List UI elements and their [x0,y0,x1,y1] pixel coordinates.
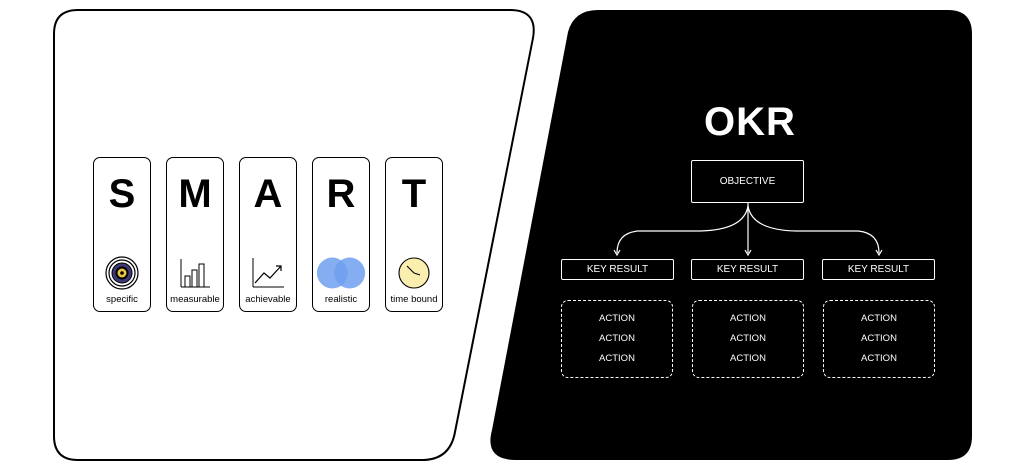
key-result-box: KEY RESULT [561,259,674,280]
bar-chart-icon [167,255,223,291]
smart-letter: A [253,172,283,216]
key-result-box: KEY RESULT [822,259,935,280]
clock-icon [386,255,442,291]
action-item: ACTION [730,353,766,364]
action-item: ACTION [861,333,897,344]
smart-label: achievable [245,294,291,305]
actions-group: ACTION ACTION ACTION [561,300,673,378]
smart-letter: M [178,172,212,216]
connector-right [747,205,880,254]
arrowhead-right [875,249,883,257]
okr-title: OKR [704,100,796,144]
smart-label: time bound [390,294,438,305]
arrowhead-center [744,249,752,257]
action-item: ACTION [730,313,766,324]
key-result-box: KEY RESULT [691,259,804,280]
action-item: ACTION [599,333,635,344]
action-item: ACTION [861,313,897,324]
smart-card-a: A achievable [239,157,297,312]
okr-panel [490,10,972,460]
okr-connectors [613,203,883,257]
smart-card-s: S specific [93,157,151,312]
smart-letter: R [326,172,356,216]
smart-card-m: M measurable [166,157,224,312]
smart-letter: T [401,172,427,216]
smart-label: specific [106,294,138,305]
smart-label: measurable [170,294,220,305]
smart-letter: S [108,172,136,216]
action-item: ACTION [730,333,766,344]
objective-box: OBJECTIVE [691,160,804,203]
action-item: ACTION [861,353,897,364]
smart-label: realistic [324,294,358,305]
overlapping-circles-icon [313,255,369,291]
smart-card-t: T time bound [385,157,443,312]
action-item: ACTION [599,313,635,324]
actions-group: ACTION ACTION ACTION [692,300,804,378]
target-icon [94,255,150,291]
trend-up-icon [240,255,296,291]
arrowhead-left [613,249,621,257]
smart-card-r: R realistic [312,157,370,312]
connector-left [616,205,749,254]
actions-group: ACTION ACTION ACTION [823,300,935,378]
action-item: ACTION [599,353,635,364]
